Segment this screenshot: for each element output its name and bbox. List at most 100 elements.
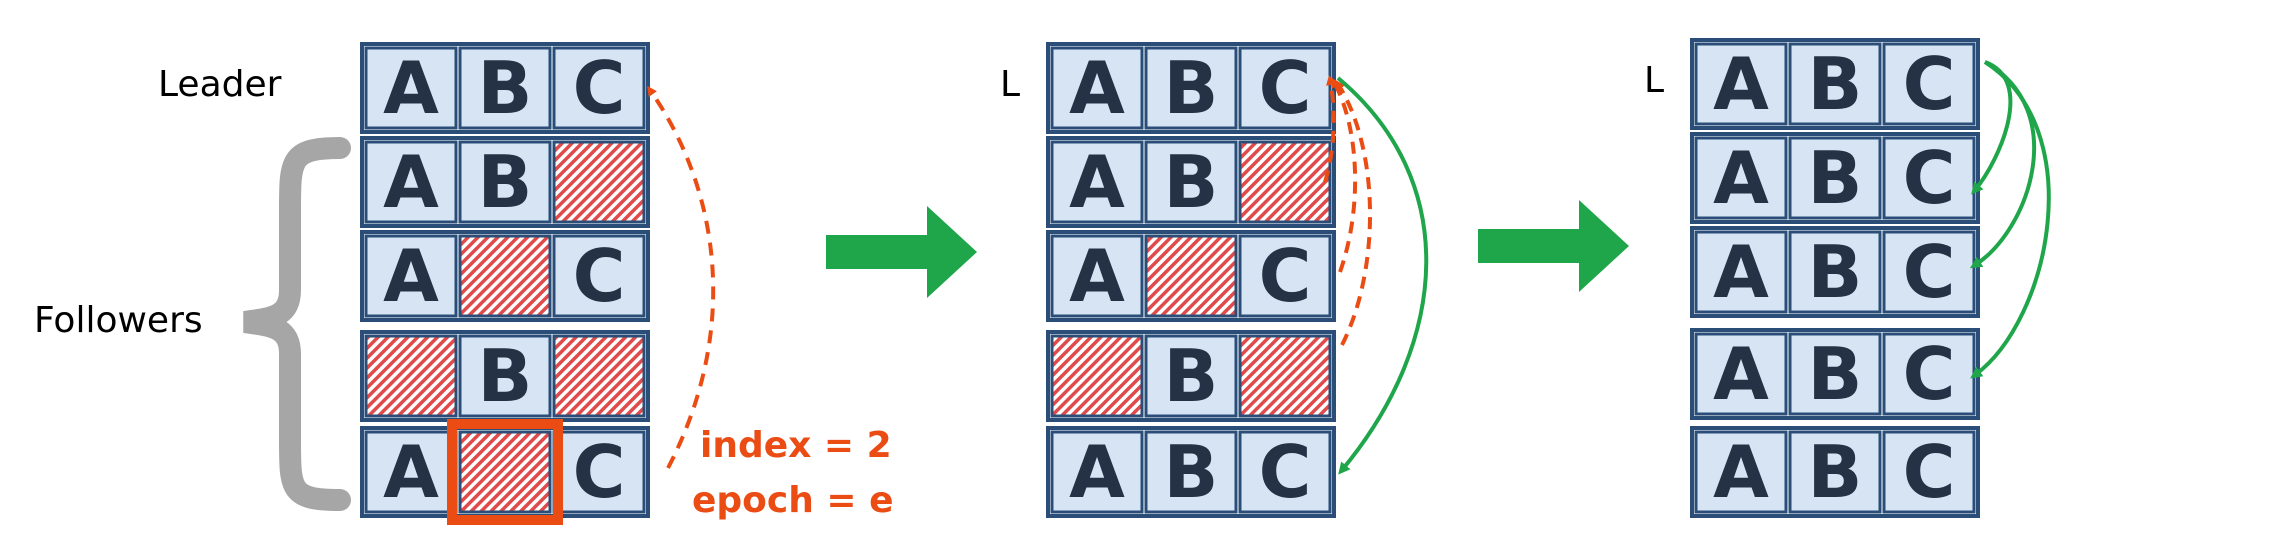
commit-arrow [1971,60,2013,195]
log-entry [1882,230,1976,314]
log-entry [458,46,552,130]
log-entry [1788,230,1882,314]
log-entry [1238,430,1332,514]
log-entry-label: C [1903,332,1956,416]
log-entry-label: B [1164,140,1219,224]
log-entry-label: C [1259,46,1312,130]
log-entry-label: C [1903,42,1956,126]
log-entry [1238,46,1332,130]
transition-arrow [826,206,977,298]
log-entry [552,46,646,130]
log-entry [458,334,552,418]
transition-arrow [1478,200,1629,292]
log-entry-label: C [1903,136,1956,220]
missing-entry [458,234,552,318]
index-annotation: index = 2 [700,425,892,466]
log-entry [364,234,458,318]
log-entry [364,46,458,130]
missing-entry [458,430,552,514]
log-entry-label: A [1713,230,1769,314]
log-entry-label: C [1903,430,1956,514]
log-entry-label: A [1713,136,1769,220]
log-entry-label: C [573,430,626,514]
log-entry [1144,140,1238,224]
follower-log: B [360,330,650,422]
response-arrow [1323,75,1336,183]
log-entry [1694,430,1788,514]
log-entry-label: C [1259,234,1312,318]
log-entry [552,234,646,318]
log-entry [1694,136,1788,220]
log-entry [458,140,552,224]
log-entry [1882,42,1976,126]
log-entry [1050,140,1144,224]
log-entry [1238,234,1332,318]
followers-brace [243,137,351,511]
log-entry-label: B [1808,332,1863,416]
leader-label-short: L [1000,64,1020,105]
log-entry-label: B [478,140,533,224]
log-entry-label: B [478,46,533,130]
log-entry [552,430,646,514]
log-entry [1694,42,1788,126]
leader-label: Leader [158,64,282,105]
log-entry-label: B [1164,46,1219,130]
log-entry-label: C [1259,430,1312,514]
log-entry [1788,332,1882,416]
log-entry-label: B [1164,334,1219,418]
log-entry-label: A [1069,234,1125,318]
log-entry-label: B [1808,42,1863,126]
log-entry [1050,46,1144,130]
log-entry [1144,430,1238,514]
request-arrow [647,85,716,469]
missing-entry [1238,140,1332,224]
commit-arrow [1336,76,1429,475]
log-entry-label: C [573,46,626,130]
log-entry-label: A [383,234,439,318]
missing-entry [364,334,458,418]
log-entry-label: A [1069,46,1125,130]
log-entry [1882,332,1976,416]
log-entry [364,430,458,514]
missing-entry [552,140,646,224]
log-entry [1882,430,1976,514]
log-entry-label: A [1713,42,1769,126]
commit-arrow [1970,60,2051,379]
log-entry [1144,46,1238,130]
followers-label: Followers [34,300,203,341]
log-entry-label: A [383,140,439,224]
response-arrow [1331,77,1358,273]
response-arrow [1335,79,1372,346]
commit-arrow [1969,60,2036,269]
log-entry [364,140,458,224]
log-entry-label: B [1164,430,1219,514]
leader-label-short: L [1644,60,1664,101]
log-entry-label: B [1808,136,1863,220]
highlighted-entry-box [447,419,563,525]
missing-entry [1144,234,1238,318]
log-entry-label: A [1069,430,1125,514]
log-entry [1050,234,1144,318]
epoch-annotation: epoch = e [692,480,894,521]
log-entry [1788,430,1882,514]
log-entry-label: A [1069,140,1125,224]
log-entry-label: C [1903,230,1956,314]
log-entry [1050,430,1144,514]
log-entry-label: C [573,234,626,318]
log-entry-label: B [1808,430,1863,514]
log-entry [1788,42,1882,126]
